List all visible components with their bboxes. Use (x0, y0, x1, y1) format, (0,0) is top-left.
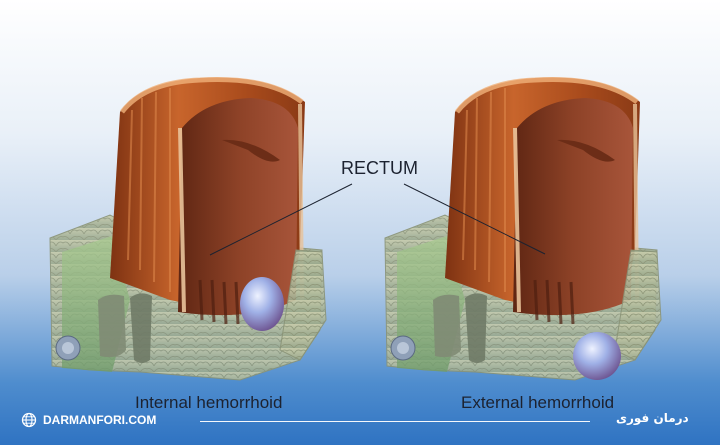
footer-divider (200, 421, 590, 422)
external-hemorrhoid-caption: External hemorrhoid (461, 393, 615, 412)
rectum-label: RECTUM (341, 158, 418, 178)
rectum-leader-right (403, 183, 546, 255)
external-hemorrhoid-panel (385, 78, 661, 381)
brand-label: درمان فوری (616, 411, 689, 425)
internal-hemorrhoid-panel (50, 78, 326, 381)
globe-icon (21, 412, 37, 428)
rectum-illustration-right (385, 78, 661, 381)
footer-website[interactable]: DARMANFORI.COM (21, 410, 156, 430)
internal-hemorrhoid-caption: Internal hemorrhoid (135, 393, 283, 412)
internal-hemorrhoid-bulge (240, 277, 284, 331)
website-label: DARMANFORI.COM (43, 413, 157, 427)
external-hemorrhoid-bulge (573, 332, 621, 380)
rectum-leader-left (209, 183, 353, 256)
rectum-illustration-left (50, 78, 326, 381)
